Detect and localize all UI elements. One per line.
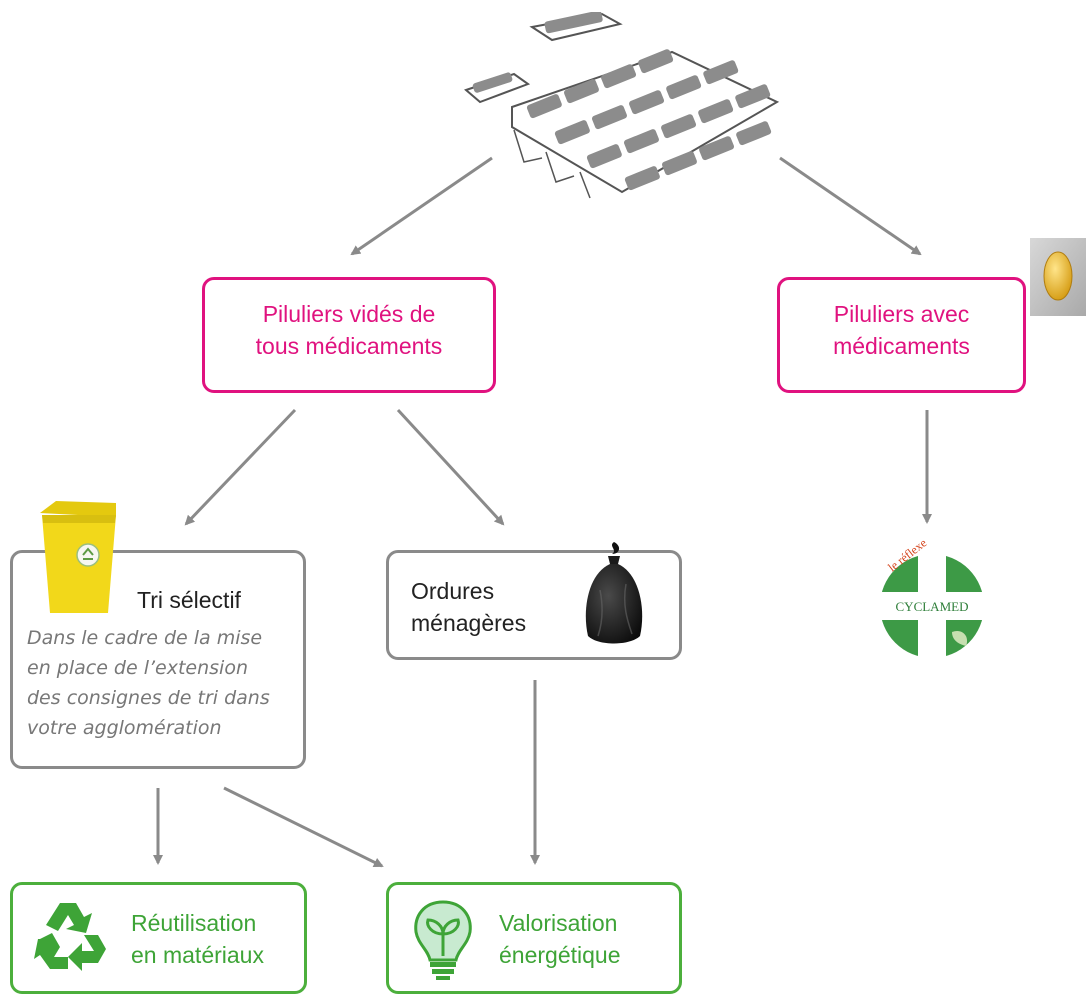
emptied-pillboxes-line1: Piluliers vidés de	[262, 301, 436, 327]
lightbulb-leaf-icon	[414, 900, 472, 980]
yellow-recycling-bin-icon	[40, 501, 116, 613]
arrow-sorting-to-energy	[223, 786, 384, 868]
emptied-pillboxes-box: Piluliers vidés de tous médicaments	[202, 277, 496, 393]
pillbox-tray-icon	[464, 12, 780, 199]
arrow-emptied-to-household	[396, 408, 505, 526]
selective-sorting-box: Tri sélectif Dans le cadre de la mise en…	[10, 550, 306, 769]
material-reuse-line1: Réutilisation	[131, 910, 257, 936]
recycle-icon	[34, 903, 106, 971]
pillboxes-with-medicine-box: Piluliers avec médicaments	[777, 277, 1026, 393]
cyclamed-brand: CYCLAMED	[896, 599, 969, 614]
capsule-icon	[1030, 238, 1086, 316]
material-reuse-line2: en matériaux	[131, 942, 264, 968]
cyclamed-logo: CYCLAMED le réflexe	[880, 540, 984, 658]
black-garbage-bag-icon	[585, 542, 643, 644]
arrow-emptied-to-sorting	[184, 408, 297, 526]
note-line-4: votre agglomération	[27, 717, 222, 739]
emptied-pillboxes-line2: tous médicaments	[255, 333, 443, 359]
energy-recovery-line2: énergétique	[499, 942, 621, 968]
note-line-2: en place de l’extension	[27, 657, 248, 679]
with-medicine-line2: médicaments	[833, 333, 970, 359]
household-waste-line2: ménagères	[411, 610, 527, 636]
arrow-tray-to-emptied	[350, 156, 493, 256]
note-line-3: des consignes de tri dans	[27, 687, 270, 709]
with-medicine-line1: Piluliers avec	[833, 301, 970, 327]
household-waste-line1: Ordures	[411, 578, 495, 604]
selective-sorting-note: Dans le cadre de la mise en place de l’e…	[27, 623, 270, 743]
material-reuse-box: Réutilisation en matériaux	[10, 882, 307, 994]
selective-sorting-title: Tri sélectif	[137, 587, 241, 613]
energy-recovery-line1: Valorisation	[499, 910, 618, 936]
arrow-tray-to-with-medicine	[779, 156, 922, 256]
note-line-1: Dans le cadre de la mise	[27, 627, 263, 649]
